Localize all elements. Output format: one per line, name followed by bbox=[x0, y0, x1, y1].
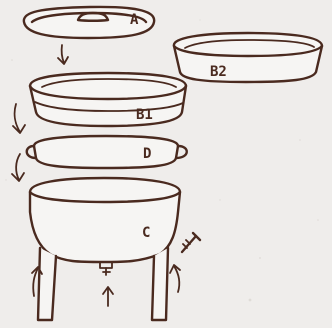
up-arrow-icon bbox=[103, 287, 113, 306]
label-d: D bbox=[143, 146, 151, 162]
label-a: A bbox=[130, 12, 139, 28]
label-c: C bbox=[142, 225, 150, 241]
screw-icon bbox=[182, 233, 200, 252]
part-c-base: C bbox=[30, 178, 180, 320]
tap-icon bbox=[100, 262, 112, 275]
label-b1: B1 bbox=[136, 107, 153, 123]
part-d-ring: D bbox=[27, 136, 187, 168]
up-arrow-icon bbox=[170, 265, 180, 292]
part-b2-tray: B2 bbox=[174, 33, 322, 82]
part-a-lid: A bbox=[24, 7, 154, 38]
label-b2: B2 bbox=[210, 64, 227, 80]
part-b1-tray: B1 bbox=[30, 73, 186, 126]
down-arrow-icon bbox=[13, 104, 25, 133]
down-arrow-icon bbox=[58, 45, 68, 64]
down-arrow-icon bbox=[12, 154, 24, 181]
